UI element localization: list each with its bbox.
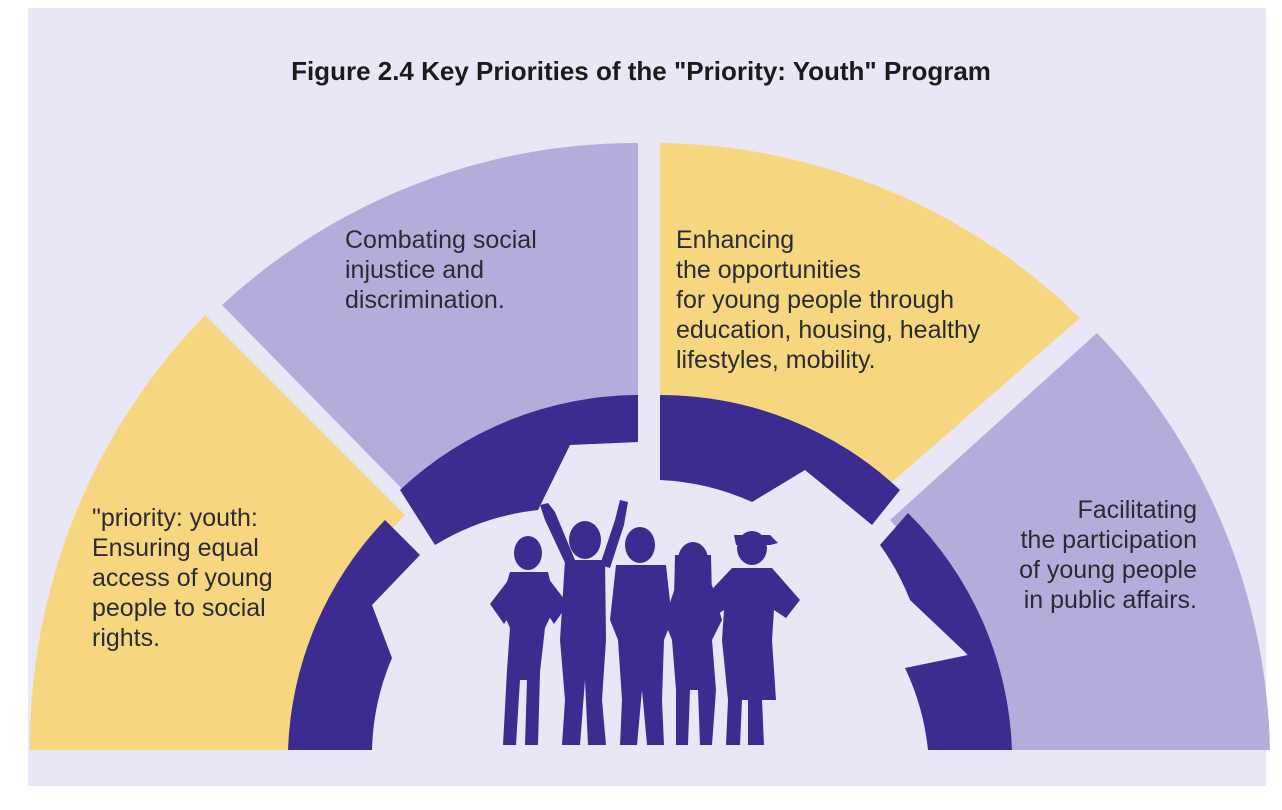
text-line: rights.	[92, 624, 161, 652]
inner-ring-center-right	[660, 394, 900, 525]
text-line: Combating social	[345, 226, 537, 254]
youth-silhouettes-image	[490, 500, 800, 745]
person-silhouette	[702, 531, 800, 745]
text-line: lifestyles, mobility.	[676, 346, 876, 374]
figure-title: Figure 2.4 Key Priorities of the "Priori…	[291, 56, 991, 86]
text-line: in public affairs.	[1023, 586, 1197, 614]
text-line: injustice and	[345, 256, 484, 284]
text-line: people to social	[92, 594, 266, 622]
person-silhouette	[540, 500, 628, 745]
segment-label-opportunities: Enhancing the opportunities for young pe…	[676, 225, 980, 375]
inner-ring-left	[288, 520, 420, 750]
text-line: Facilitating	[1077, 496, 1198, 524]
text-line: discrimination.	[345, 286, 505, 314]
person-silhouette	[664, 542, 722, 745]
segment-label-participation: Facilitating the participation of young …	[900, 495, 1197, 615]
text-line: "priority: youth:	[92, 504, 258, 532]
text-line: education, housing, healthy	[676, 316, 981, 344]
inner-ring-right	[880, 513, 1012, 750]
segment-label-social-injustice: Combating social injustice and discrimin…	[345, 225, 537, 315]
text-line: the opportunities	[676, 256, 861, 284]
segment-social-injustice	[222, 142, 638, 498]
text-line: of young people	[1019, 556, 1197, 584]
text-line: Ensuring equal	[92, 534, 259, 562]
segment-opportunities	[660, 143, 1080, 497]
text-line: Enhancing	[676, 226, 795, 254]
segment-label-equal-access: "priority: youth: Ensuring equal access …	[92, 503, 273, 653]
inner-ring-center-left	[400, 395, 638, 545]
text-line: the participation	[1020, 526, 1197, 554]
text-line: access of young	[92, 564, 273, 592]
text-line: for young people through	[676, 286, 954, 314]
person-silhouette	[490, 536, 568, 745]
person-silhouette	[610, 527, 672, 745]
